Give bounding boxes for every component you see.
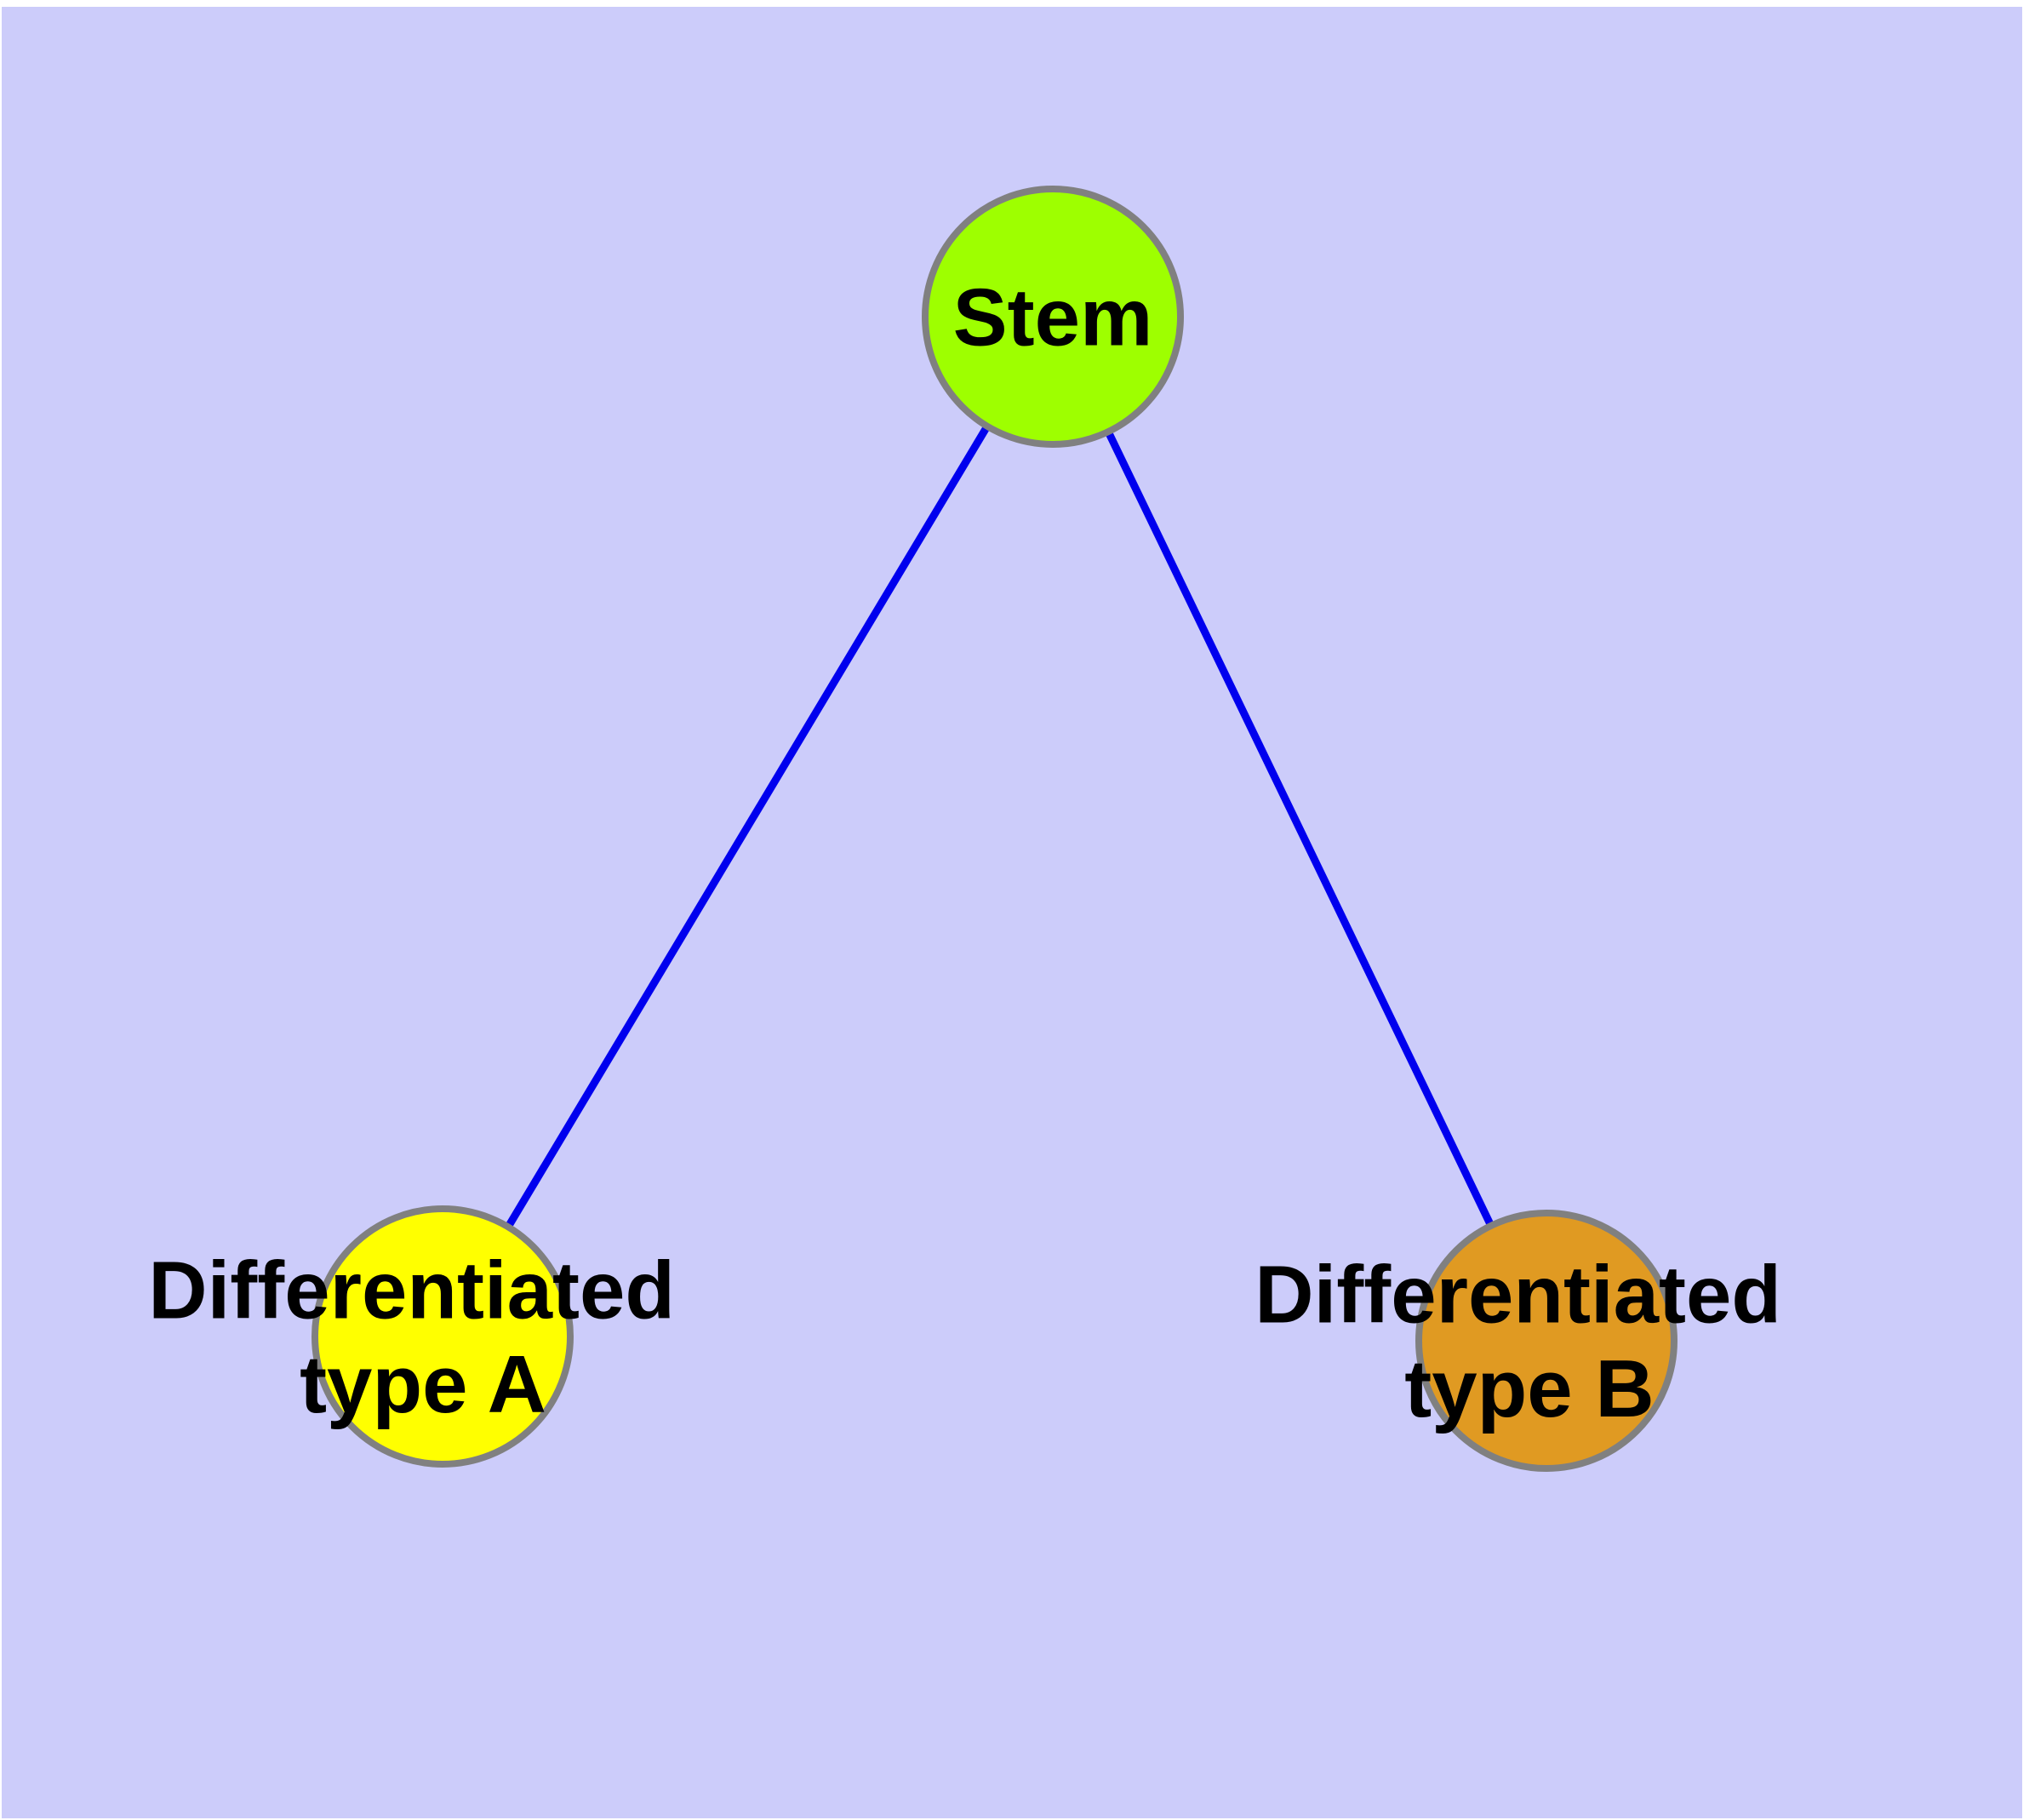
nodes-layer — [311, 186, 1677, 1472]
node-label-stem-line-1: Stem — [953, 272, 1153, 363]
edge-stem-to-type-b[interactable] — [1049, 315, 1551, 1342]
node-differentiated-type-a[interactable] — [311, 1205, 574, 1468]
node-label-differentiated-type-b: Differentiated type B — [1255, 1249, 1803, 1434]
node-stem[interactable] — [922, 186, 1184, 448]
node-differentiated-type-b[interactable] — [1415, 1210, 1677, 1472]
node-label-stem: Stem — [953, 272, 1153, 363]
edges-layer — [439, 314, 1551, 1342]
node-label-differentiated-type-b-line-2: type B — [1404, 1343, 1654, 1434]
node-label-differentiated-type-b-line-1: Differentiated — [1255, 1249, 1781, 1340]
node-circle-stem[interactable] — [922, 186, 1184, 448]
edge-stem-to-type-a[interactable] — [439, 314, 1056, 1339]
labels-layer: Stem Differentiated type A Differentiate… — [148, 272, 1803, 1434]
node-label-differentiated-type-a-line-1: Differentiated — [148, 1245, 675, 1336]
node-label-differentiated-type-a: Differentiated type A — [148, 1245, 697, 1429]
node-circle-differentiated-type-a[interactable] — [311, 1205, 574, 1468]
node-label-differentiated-type-a-line-2: type A — [300, 1339, 546, 1430]
node-circle-differentiated-type-b[interactable] — [1415, 1210, 1677, 1472]
